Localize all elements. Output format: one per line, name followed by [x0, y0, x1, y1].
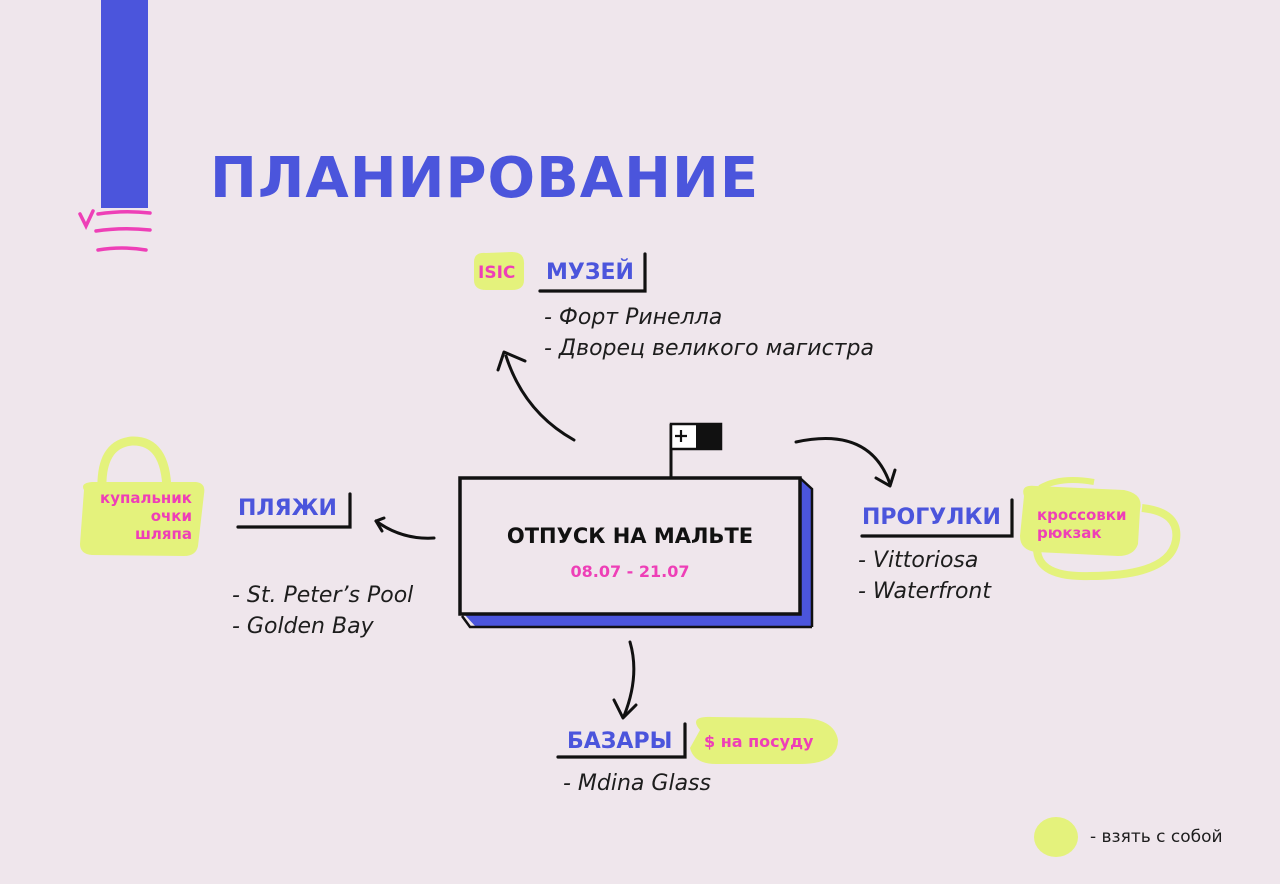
museum-list: - Форт Ринелла - Дворец великого магистр…: [544, 302, 874, 364]
bracket-walks: [860, 498, 1014, 538]
take-item: шляпа: [134, 525, 192, 543]
legend-label: - взять с собой: [1090, 827, 1223, 847]
arrow-to-walks: [794, 437, 892, 486]
malta-flag-icon: [669, 422, 723, 478]
highlight-isic: [474, 252, 525, 290]
pink-scribble: [78, 209, 152, 252]
category-museum: МУЗЕЙ: [546, 260, 634, 285]
page-title: ПЛАНИРОВАНИЕ: [210, 146, 760, 211]
take-item: кроссовки: [1037, 506, 1127, 524]
center-dates: 08.07 - 21.07: [570, 562, 690, 581]
list-item: - Mdina Glass: [563, 771, 711, 796]
list-item: - St. Peter’s Pool: [232, 583, 414, 608]
isic-tag: ISIC: [478, 263, 516, 283]
beach-take-list: купальник очки шляпа: [82, 489, 192, 543]
center-title: ОТПУСК НА МАЛЬТЕ: [506, 524, 754, 548]
legend-swatch: [1034, 817, 1078, 857]
highlight-money: [690, 716, 838, 764]
walks-take-list: кроссовки рюкзак: [1037, 506, 1127, 542]
bracket-markets: [556, 722, 687, 759]
list-item: - Waterfront: [858, 579, 991, 604]
bracket-beaches: [236, 492, 352, 529]
highlight-beach-bag: [80, 436, 205, 556]
list-item: - Vittoriosa: [858, 548, 979, 573]
list-item: - Дворец великого магистра: [544, 336, 874, 361]
take-item: очки: [150, 507, 192, 525]
category-beaches: ПЛЯЖИ: [238, 496, 337, 521]
category-markets: БАЗАРЫ: [567, 729, 673, 754]
highlight-backpack: [1020, 477, 1181, 581]
list-item: - Форт Ринелла: [544, 305, 723, 330]
bracket-museum: [538, 252, 647, 293]
money-tag: $ на посуду: [704, 732, 814, 751]
arrow-to-beaches: [374, 519, 436, 540]
card-shadow: [464, 614, 812, 627]
accent-bar: [101, 0, 148, 208]
central-card: [458, 476, 802, 616]
take-item: рюкзак: [1037, 524, 1102, 542]
take-item: купальник: [100, 489, 192, 507]
list-item: - Golden Bay: [232, 614, 374, 639]
markets-list: - Mdina Glass: [563, 768, 711, 799]
beaches-list: - St. Peter’s Pool - Golden Bay: [232, 580, 413, 642]
card-side: [800, 478, 812, 627]
category-walks: ПРОГУЛКИ: [862, 505, 1001, 530]
walks-list: - Vittoriosa - Waterfront: [858, 545, 991, 607]
arrow-to-museum: [504, 354, 576, 442]
arrow-to-markets: [622, 640, 636, 718]
